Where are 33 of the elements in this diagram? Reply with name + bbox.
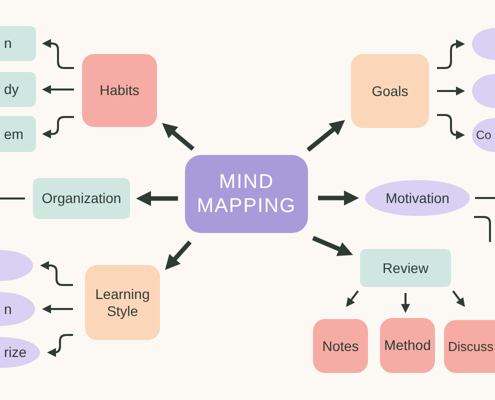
arrow — [42, 304, 73, 314]
arrow — [47, 334, 73, 357]
arrow — [42, 39, 74, 69]
arrow — [42, 85, 74, 94]
arrow — [40, 261, 73, 286]
arrow — [165, 240, 192, 270]
connector-line — [475, 197, 495, 199]
arrow — [136, 191, 178, 206]
arrow — [306, 120, 345, 152]
central-topic-box: MIND MAPPING — [185, 155, 308, 233]
topic-box: Learning Style — [85, 265, 160, 340]
topic-box: Discuss — [444, 320, 495, 373]
arrow — [401, 293, 410, 313]
subtopic-box: n — [0, 26, 36, 61]
arrow — [346, 290, 359, 307]
topic-box: Habits — [82, 54, 157, 127]
arrow — [452, 290, 465, 307]
topic-box: Method — [380, 318, 435, 373]
subtopic-box: Organization — [33, 178, 130, 219]
arrow — [437, 114, 465, 140]
arrow — [312, 236, 353, 256]
subtopic-box: em — [0, 116, 36, 152]
subtopic-box: Review — [360, 249, 451, 287]
topic-box: Goals — [351, 54, 429, 128]
subtopic-box: dy — [0, 72, 36, 107]
arrow — [318, 190, 359, 206]
connector-line — [0, 198, 25, 200]
arrow — [42, 116, 74, 138]
topic-box: Notes — [313, 319, 368, 373]
connector-line — [474, 216, 491, 242]
oval-node: Motivation — [365, 180, 470, 216]
arrow — [162, 123, 194, 151]
arrow — [437, 86, 465, 96]
